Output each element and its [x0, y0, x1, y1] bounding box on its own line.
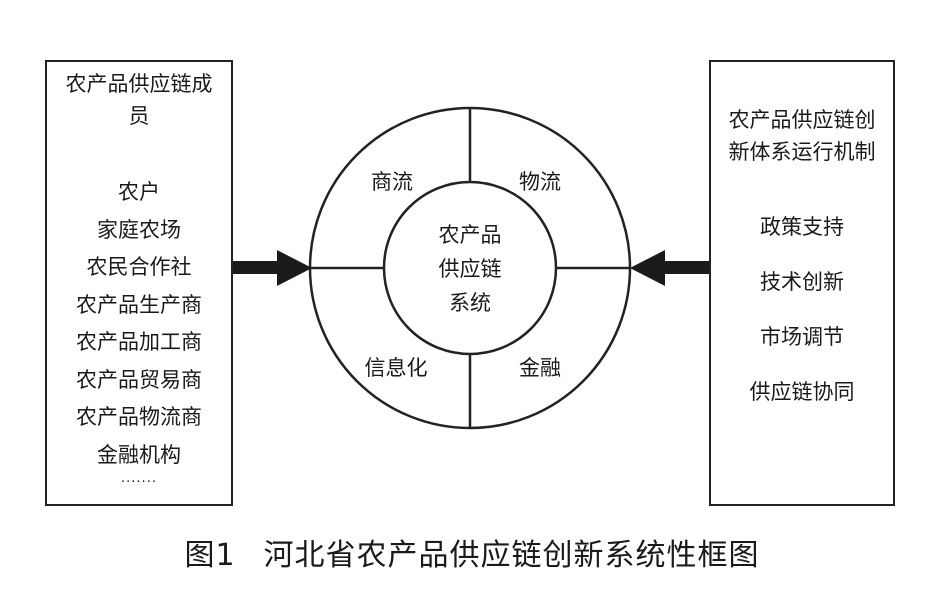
center-label-line-3: 系统 — [449, 291, 491, 315]
mechanism-item: 供应链协同 — [749, 380, 855, 404]
quadrant-label-bottom-right: 金融 — [519, 356, 561, 380]
mechanism-item: 市场调节 — [760, 325, 844, 349]
member-item: 农民合作社 — [86, 255, 192, 279]
center-label-line-1: 农产品 — [439, 223, 502, 247]
figure-number: 图1 — [184, 538, 236, 573]
mechanism-item: 政策支持 — [760, 215, 844, 239]
members-list: 农户 家庭农场 农民合作社 农产品生产商 农产品加工商 农产品贸易商 农产品物流… — [47, 174, 231, 474]
figure-caption: 图1 河北省农产品供应链创新系统性框图 — [0, 530, 944, 574]
quadrant-label-top-left: 商流 — [371, 170, 413, 194]
members-ellipsis: ······· — [121, 475, 157, 490]
arrow-left-icon — [630, 250, 709, 286]
member-item: 农产品物流商 — [76, 405, 202, 429]
member-item: 农产品贸易商 — [76, 367, 202, 392]
member-item: 农户 — [118, 180, 160, 204]
center-label-line-2: 供应链 — [439, 257, 502, 281]
operating-mechanism-panel: 农产品供应链创新体系运行机制 政策支持 技术创新 市场调节 供应链协同 — [709, 60, 895, 506]
arrow-right-icon — [233, 250, 312, 286]
member-item: 金融机构 — [97, 442, 181, 467]
figure-title: 河北省农产品供应链创新系统性框图 — [263, 538, 760, 573]
mechanism-panel-title: 农产品供应链创新体系运行机制 — [728, 108, 876, 164]
members-panel-title: 农产品供应链成员 — [65, 72, 213, 128]
quadrant-label-top-right: 物流 — [519, 170, 561, 194]
member-item: 农产品加工商 — [76, 330, 202, 354]
mechanism-item: 技术创新 — [760, 270, 844, 294]
member-item: 家庭农场 — [97, 217, 181, 242]
member-item: 农产品生产商 — [76, 292, 202, 317]
supply-chain-members-panel: 农产品供应链成员 农户 家庭农场 农民合作社 农产品生产商 农产品加工商 农产品… — [45, 60, 233, 506]
quadrant-label-bottom-left: 信息化 — [365, 356, 428, 380]
mechanism-list: 政策支持 技术创新 市场调节 供应链协同 — [711, 200, 893, 420]
